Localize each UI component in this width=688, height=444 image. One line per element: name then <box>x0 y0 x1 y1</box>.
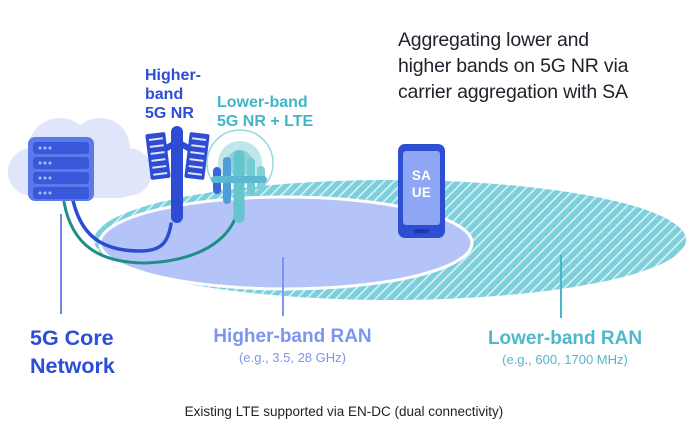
higher-band-tower-label-line: 5G NR <box>145 105 194 122</box>
higher-band-tower-label: Higher- band 5G NR <box>145 66 201 123</box>
headline-line: Aggregating lower and <box>398 29 589 51</box>
lower-band-ran-subtitle: (e.g., 600, 1700 MHz) <box>502 352 628 367</box>
higher-band-tower-label-line: Higher- <box>145 67 201 84</box>
cell-tower-lower-icon <box>211 150 267 223</box>
lower-band-tower-label: Lower-band 5G NR + LTE <box>217 93 313 131</box>
core-network-label: 5G Core Network <box>30 324 115 380</box>
core-to-lower-link <box>62 200 237 265</box>
lower-band-tower-label-line: 5G NR + LTE <box>217 113 314 130</box>
sa-ue-label: SA UE <box>398 167 445 201</box>
higher-band-tower-label-line: band <box>145 86 184 103</box>
footer-note: Existing LTE supported via EN-DC (dual c… <box>184 404 504 419</box>
headline-line: higher bands on 5G NR via <box>398 55 629 77</box>
sa-ue-label-line: SA <box>411 168 432 183</box>
higher-band-ran-label: Higher-band RAN (e.g., 3.5, 28 GHz) <box>200 326 385 365</box>
smartphone-icon <box>398 144 445 238</box>
lower-band-tower-label-line: Lower-band <box>217 94 308 111</box>
core-to-higher-link <box>70 194 173 253</box>
core-network-label-line: 5G Core <box>30 326 114 350</box>
higher-band-ran-title: Higher-band RAN <box>213 326 372 347</box>
headline-line: carrier aggregation with SA <box>398 81 628 103</box>
cell-tower-higher-icon <box>145 126 210 223</box>
headline: Aggregating lower and higher bands on 5G… <box>398 27 684 105</box>
core-network-label-line: Network <box>30 354 115 378</box>
lower-band-ran-label: Lower-band RAN (e.g., 600, 1700 MHz) <box>470 328 660 367</box>
sa-ue-label-line: UE <box>411 185 432 200</box>
lower-band-ran-title: Lower-band RAN <box>487 328 643 349</box>
higher-band-ran-subtitle: (e.g., 3.5, 28 GHz) <box>239 350 346 365</box>
server-icon <box>28 137 94 201</box>
